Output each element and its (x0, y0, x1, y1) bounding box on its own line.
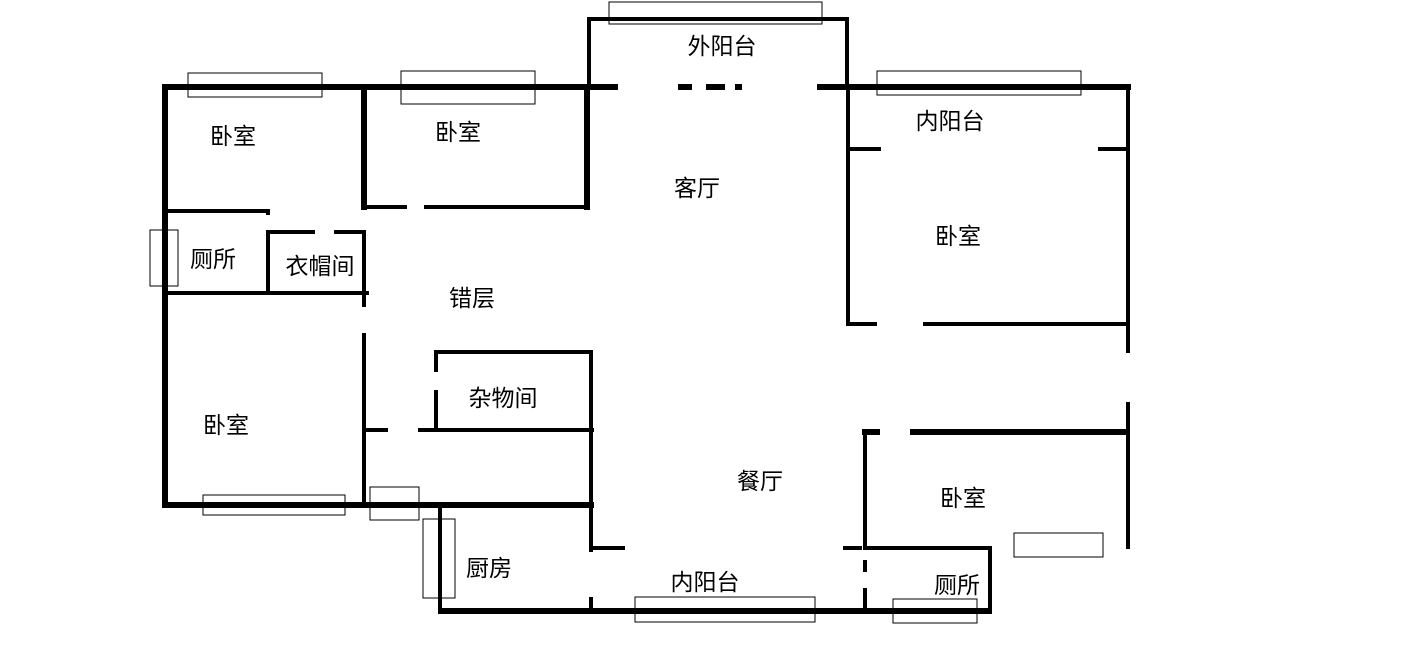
room-label-cloakroom: 衣帽间 (286, 254, 355, 280)
room-label-bedroom-w: 卧室 (203, 413, 249, 439)
room-label-inner-balcony-ne: 内阳台 (916, 109, 985, 135)
room-label-split-level: 错层 (449, 286, 495, 312)
windows (149, 1, 1104, 624)
room-label-dining-room: 餐厅 (737, 469, 783, 495)
room-label-kitchen: 厨房 (466, 556, 512, 582)
room-label-bedroom-e: 卧室 (935, 224, 981, 250)
walls (162, 17, 1131, 614)
room-label-bedroom-nw: 卧室 (210, 124, 256, 150)
room-label-toilet-se: 厕所 (934, 573, 980, 599)
room-labels: 卧室 卧室 卧室 卧室 卧室 厕所 厕所 衣帽间 错层 客厅 外阳台 内阳台 内… (190, 34, 986, 599)
room-label-outer-balcony: 外阳台 (688, 34, 757, 60)
room-label-inner-balcony-s: 内阳台 (671, 570, 740, 596)
room-label-living-room: 客厅 (674, 176, 720, 202)
room-label-storage: 杂物间 (469, 386, 538, 412)
room-label-toilet-w: 厕所 (190, 247, 236, 273)
room-label-bedroom-n: 卧室 (435, 120, 481, 146)
room-label-bedroom-se: 卧室 (940, 486, 986, 512)
